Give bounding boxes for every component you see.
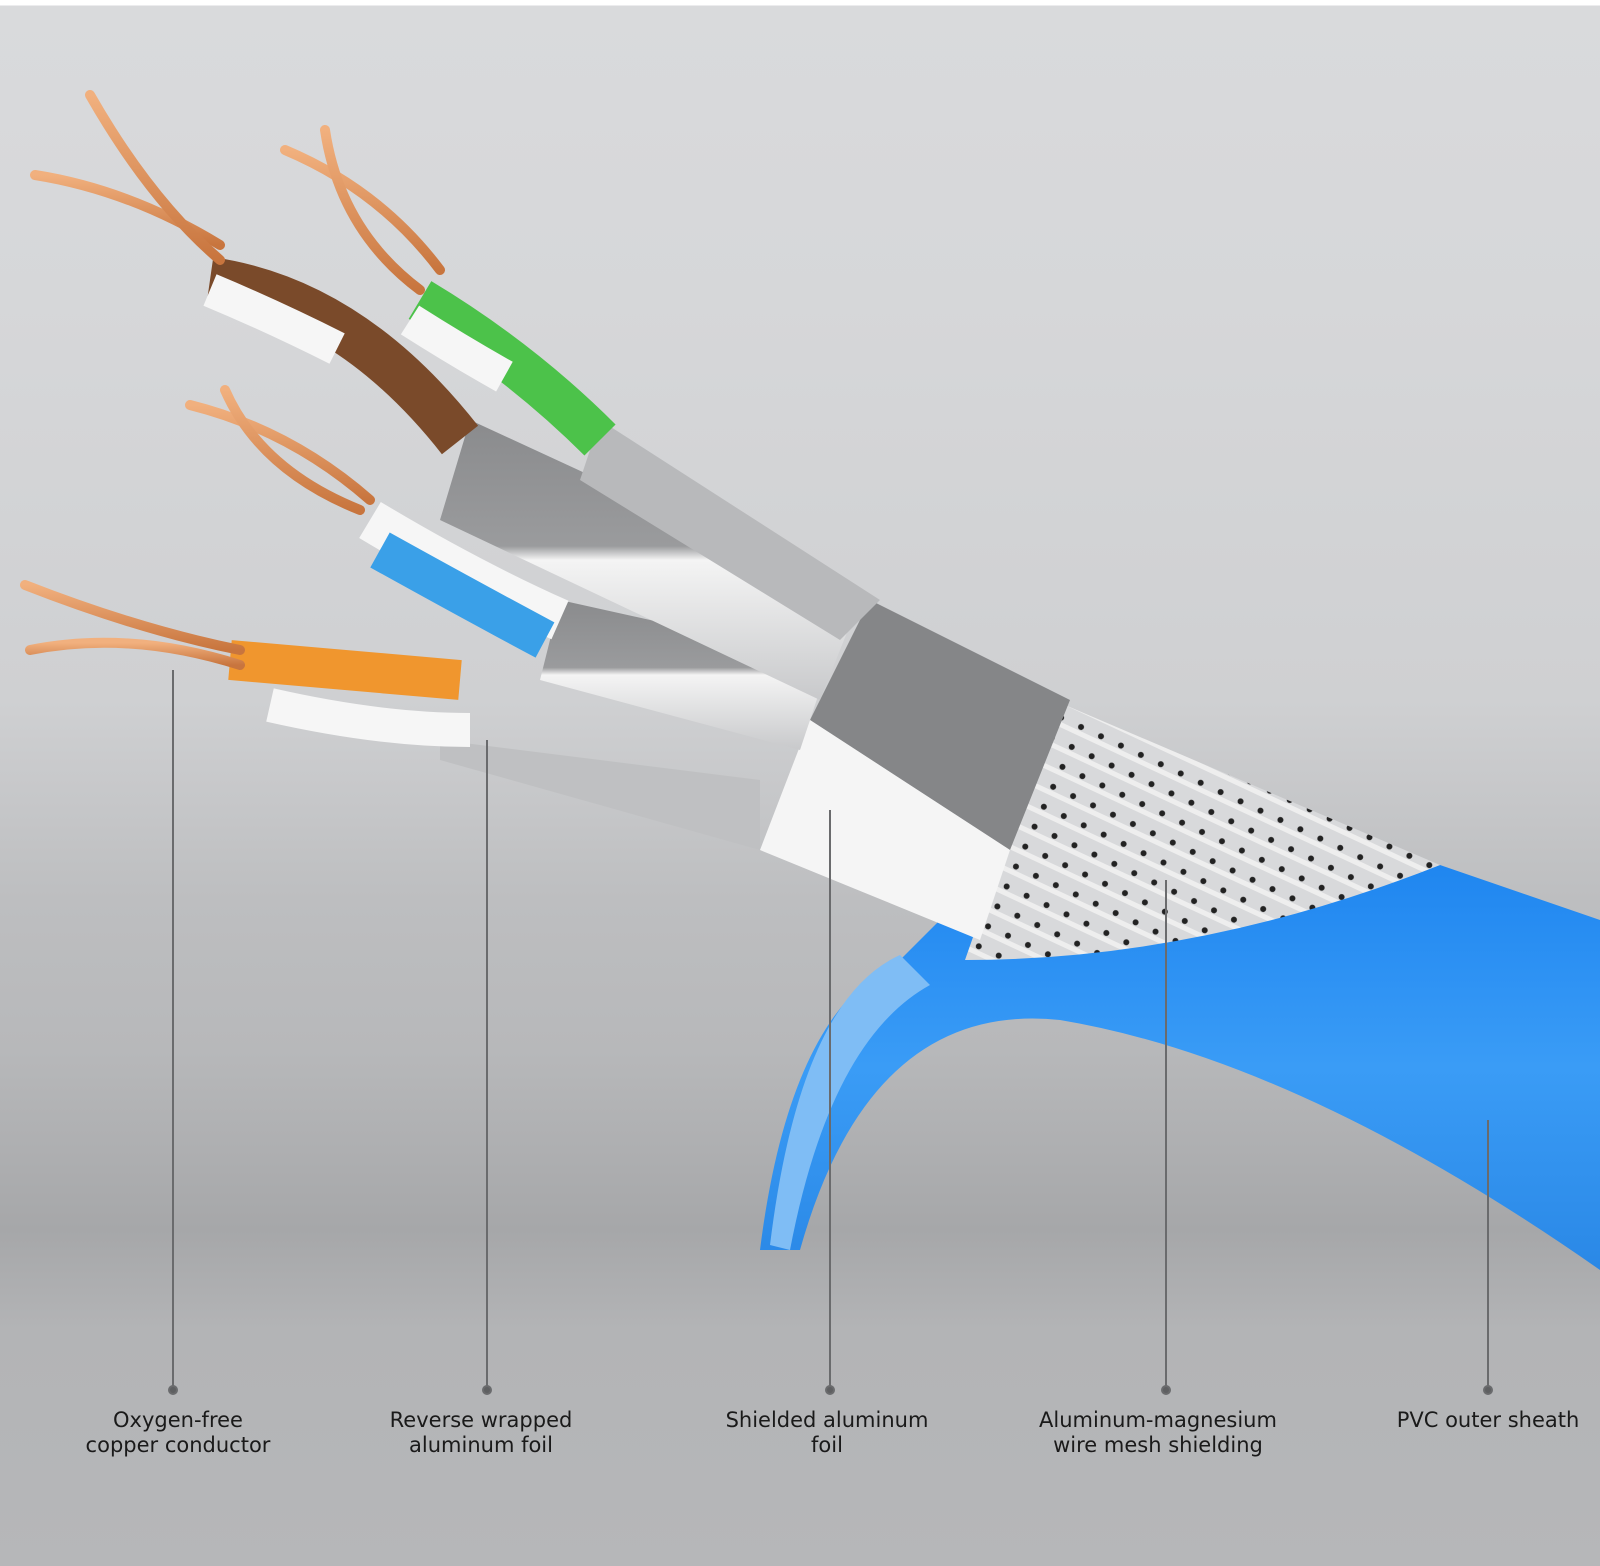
label-shielded-foil: Shielded aluminum foil bbox=[677, 1408, 977, 1458]
pvc-sheath bbox=[760, 865, 1600, 1270]
label-pvc-sheath: PVC outer sheath bbox=[1338, 1408, 1600, 1433]
label-line: Shielded aluminum bbox=[725, 1408, 929, 1432]
label-line: Oxygen-free bbox=[113, 1408, 243, 1432]
pair-foils bbox=[440, 420, 880, 850]
label-line: wire mesh shielding bbox=[1053, 1433, 1263, 1457]
copper-strands bbox=[20, 90, 445, 670]
label-wire-mesh: Aluminum-magnesium wire mesh shielding bbox=[1008, 1408, 1308, 1458]
label-line: foil bbox=[811, 1433, 843, 1457]
label-line: Aluminum-magnesium bbox=[1039, 1408, 1277, 1432]
overall-foil bbox=[760, 600, 1070, 940]
label-line: Reverse wrapped bbox=[389, 1408, 573, 1432]
label-line: copper conductor bbox=[85, 1433, 271, 1457]
label-reverse-wrapped-foil: Reverse wrapped aluminum foil bbox=[331, 1408, 631, 1458]
label-copper-conductor: Oxygen-free copper conductor bbox=[28, 1408, 328, 1458]
wire-mesh bbox=[965, 705, 1440, 960]
label-line: aluminum foil bbox=[409, 1433, 553, 1457]
label-line: PVC outer sheath bbox=[1396, 1408, 1580, 1432]
conductors bbox=[203, 257, 617, 747]
leader-lines bbox=[168, 670, 1493, 1395]
